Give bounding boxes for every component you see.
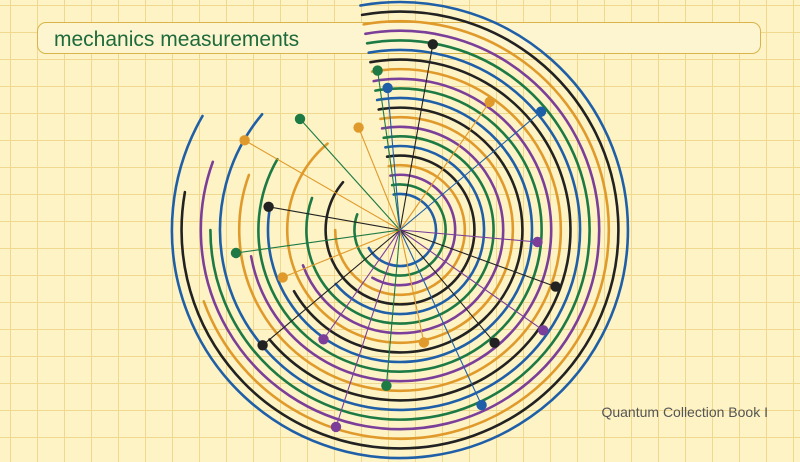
ring-arc — [301, 125, 505, 335]
spoke-line — [335, 229, 401, 428]
ring-arc — [266, 96, 534, 364]
ring-arc — [371, 173, 457, 287]
ring-arc — [324, 154, 476, 306]
ring-arc — [257, 87, 543, 373]
data-point — [318, 334, 329, 345]
data-point — [484, 96, 495, 108]
ring-arc — [180, 10, 620, 450]
data-point — [476, 399, 487, 411]
spoke-line — [399, 111, 542, 231]
data-point — [381, 380, 392, 391]
data-point — [263, 201, 274, 212]
ring-arc — [170, 0, 630, 460]
ring-arc — [237, 67, 563, 393]
spoke-line — [399, 229, 556, 288]
data-point — [382, 82, 393, 94]
spoke-line — [244, 139, 401, 231]
data-point — [353, 122, 364, 133]
data-point — [550, 281, 561, 292]
data-point — [427, 39, 438, 50]
ring-arc — [333, 163, 467, 297]
spoke-line — [399, 229, 544, 331]
spoke-line — [385, 229, 401, 386]
spoke-line — [399, 229, 483, 406]
spoke-line — [399, 229, 496, 344]
spoke-line — [323, 229, 401, 340]
spoke-line — [399, 44, 434, 231]
ring-arc — [268, 58, 572, 402]
data-point — [538, 325, 549, 336]
spoke-line — [399, 229, 425, 343]
data-point — [532, 236, 543, 248]
data-point — [330, 421, 342, 433]
data-point — [257, 340, 268, 351]
data-point — [230, 247, 242, 259]
ring-arc — [199, 29, 601, 431]
spoke-line — [262, 229, 401, 346]
spoke-line — [282, 229, 401, 278]
spoke-line — [235, 229, 401, 254]
spoke-line — [399, 101, 491, 231]
data-point — [489, 337, 500, 348]
ring-arc — [209, 39, 591, 421]
data-point — [535, 106, 547, 117]
data-point — [294, 113, 306, 125]
spoke-line — [268, 206, 401, 231]
spoke-line — [387, 87, 401, 231]
data-point — [277, 272, 288, 283]
ring-arc — [202, 19, 611, 441]
chart-title: mechanics measurements — [54, 28, 300, 51]
data-point — [239, 135, 250, 146]
ring-arc — [292, 106, 524, 354]
spoke-line — [399, 229, 538, 243]
data-point — [418, 337, 430, 348]
ring-arc — [218, 48, 582, 412]
footer-caption: Quantum Collection Book I — [601, 404, 768, 420]
spoke-line — [358, 127, 401, 231]
ring-arc — [367, 192, 438, 268]
spoke-line — [299, 118, 401, 231]
spoke-line — [377, 70, 401, 231]
data-point — [372, 65, 383, 76]
